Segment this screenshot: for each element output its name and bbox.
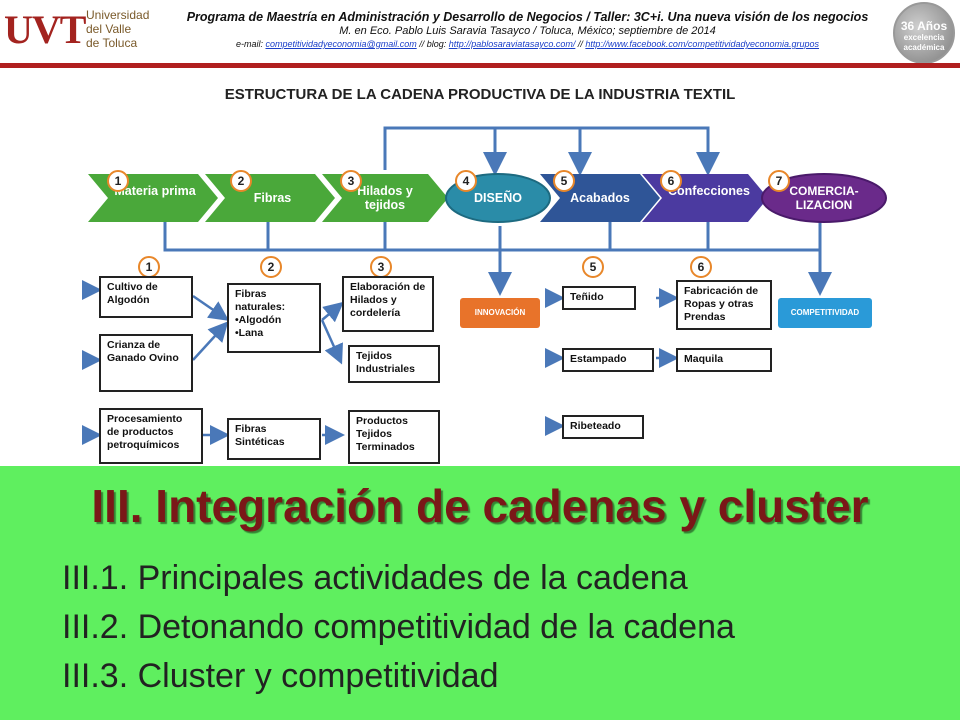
box-estampado: Estampado [562,348,654,372]
header-text: Programa de Maestría en Administración y… [165,10,890,50]
facebook-link[interactable]: http://www.facebook.com/competitividadye… [585,39,820,49]
logo-university-name: Universidad del Valle de Toluca [86,8,149,50]
sub-number: 1 [138,256,160,278]
stage-number: 2 [230,170,252,192]
university-logo: UVT Universidad del Valle de Toluca [0,0,160,62]
competitividad-tag: COMPETITIVIDAD [778,298,872,328]
contact-line: e-mail: competitividadyeconomia@gmail.co… [165,38,890,50]
fibra-algodon: •Algodón [235,314,282,326]
box-tenido: Teñido [562,286,636,310]
box-procesamiento: Procesamiento de productos petroquímicos [99,408,203,464]
box-fibras-naturales: Fibras naturales: •Algodón •Lana [227,283,321,353]
stage-label-fibras: Fibras [253,191,292,205]
blog-prefix: // blog: [419,39,447,49]
box-crianza: Crianza de Ganado Ovino [99,334,193,392]
header-divider [0,63,960,68]
box-maquila: Maquila [676,348,772,372]
email-link[interactable]: competitividadyeconomia@gmail.com [265,39,417,49]
section-title: III. Integración de cadenas y cluster [91,480,869,532]
stage-number: 7 [768,170,790,192]
author-line: M. en Eco. Pablo Luis Saravia Tasayco / … [339,25,716,37]
sub-number: 3 [370,256,392,278]
section-band [0,466,960,720]
sub-arrows [82,280,679,445]
stage-number: 1 [107,170,129,192]
box-productos: Productos Tejidos Terminados [348,410,440,464]
value-chain-diagram [82,126,887,445]
stage-number: 3 [340,170,362,192]
logo-mark: UVT [4,7,86,52]
sub-number: 5 [582,256,604,278]
stage-number: 4 [455,170,477,192]
stage-number: 5 [553,170,575,192]
box-ribeteado: Ribeteado [562,415,644,439]
section-item: III.1. Principales actividades de la cad… [62,559,688,597]
sub-number: 2 [260,256,282,278]
box-fabricacion: Fabricación de Ropas y otras Prendas [676,280,772,330]
box-elaboracion: Elaboración de Hilados y cordelería [342,276,434,332]
separator: // [577,39,583,49]
stage-label-hilados: Hilados y tejidos [357,184,413,212]
stage-label-comercializacion: COMERCIA-LIZACION [789,184,859,212]
badge-caption: excelencia académica [903,33,945,52]
stage-number: 6 [660,170,682,192]
stage-label-confecciones: Confecciones [668,184,750,198]
section-item: III.2. Detonando competitividad de la ca… [62,608,735,646]
diagram-title: ESTRUCTURA DE LA CADENA PRODUCTIVA DE LA… [224,86,736,103]
box-tejidos: Tejidos Industriales [348,345,440,383]
badge-years: 36 Años [900,19,948,33]
stage-label-acabados: Acabados [570,191,630,205]
logo-line: de Toluca [86,36,138,50]
feedback-lines [163,126,832,296]
stage-7-ellipse [761,173,887,223]
fibra-lana: •Lana [235,327,264,339]
box-cultivo: Cultivo de Algodón [99,276,193,318]
email-prefix: e-mail: [235,39,263,49]
section-item: III.3. Cluster y competitividad [62,657,499,695]
program-title: Programa de Maestría en Administración y… [186,10,869,24]
stage-label-materia-prima: Materia prima [114,184,196,198]
box-fibras-sinteticas: Fibras Sintéticas [227,418,321,460]
logo-line: Universidad [86,8,150,22]
fibras-naturales-label: Fibras naturales: [235,288,286,313]
sub-number: 6 [690,256,712,278]
stage-label-diseno: DISEÑO [474,191,522,205]
logo-line: del Valle [86,22,132,36]
innovacion-tag: INNOVACIÓN [460,298,540,328]
blog-link[interactable]: http://pablosaraviatasayco.com/ [448,39,576,49]
